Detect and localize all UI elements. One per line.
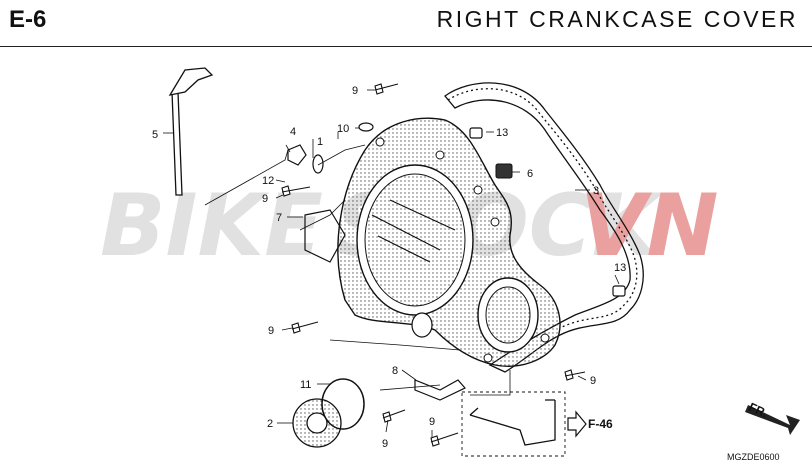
callout-11: 11 <box>300 379 311 391</box>
bolt-9-right <box>564 369 586 381</box>
callout-9-mid: 9 <box>268 325 274 337</box>
callout-3: 3 <box>593 185 599 197</box>
callout-9-bottom: 9 <box>429 416 435 428</box>
reference-label: F-46 <box>588 417 613 431</box>
washer-10 <box>358 122 374 132</box>
page-code: E-6 <box>9 6 47 33</box>
pulser-cover <box>292 398 342 448</box>
dowel-pins <box>469 127 626 297</box>
callout-7: 7 <box>276 212 282 224</box>
callout-9-right: 9 <box>590 375 596 387</box>
callout-9-left: 9 <box>262 193 268 205</box>
o-ring <box>321 378 365 430</box>
callout-4: 4 <box>290 126 296 138</box>
reference-arrow <box>567 410 587 438</box>
callout-10: 10 <box>337 123 349 135</box>
forward-arrow <box>745 405 800 435</box>
guide-plate <box>304 209 346 263</box>
right-crankcase-cover <box>337 117 561 367</box>
hose-clamp <box>414 379 466 401</box>
callout-13-right: 13 <box>614 262 626 274</box>
page-title: RIGHT CRANKCASE COVER <box>436 6 798 32</box>
callout-13-top: 13 <box>496 127 508 139</box>
callout-1: 1 <box>317 136 323 148</box>
bracket <box>469 399 556 446</box>
shift-shaft <box>168 67 214 196</box>
bolt-9-low <box>382 409 406 423</box>
callout-5: 5 <box>152 129 158 141</box>
callout-6: 6 <box>527 168 533 180</box>
plug <box>495 163 513 179</box>
bolt-9-top <box>374 83 399 95</box>
callout-9-top: 9 <box>352 85 358 97</box>
leader-lines <box>163 89 620 438</box>
reference-box <box>461 391 566 457</box>
callout-2: 2 <box>267 418 273 430</box>
oil-level-window <box>287 144 324 174</box>
callout-8: 8 <box>392 365 398 377</box>
drawing-id: MGZDE0600 <box>727 452 780 462</box>
bolt-9-mid <box>291 321 319 334</box>
callout-9-low: 9 <box>382 438 388 450</box>
bolt-9-left <box>281 185 311 197</box>
watermark-text-right: VN <box>580 176 719 276</box>
header-rule <box>0 46 812 47</box>
callout-12: 12 <box>262 175 274 187</box>
bolt-9-bottom <box>430 432 459 447</box>
